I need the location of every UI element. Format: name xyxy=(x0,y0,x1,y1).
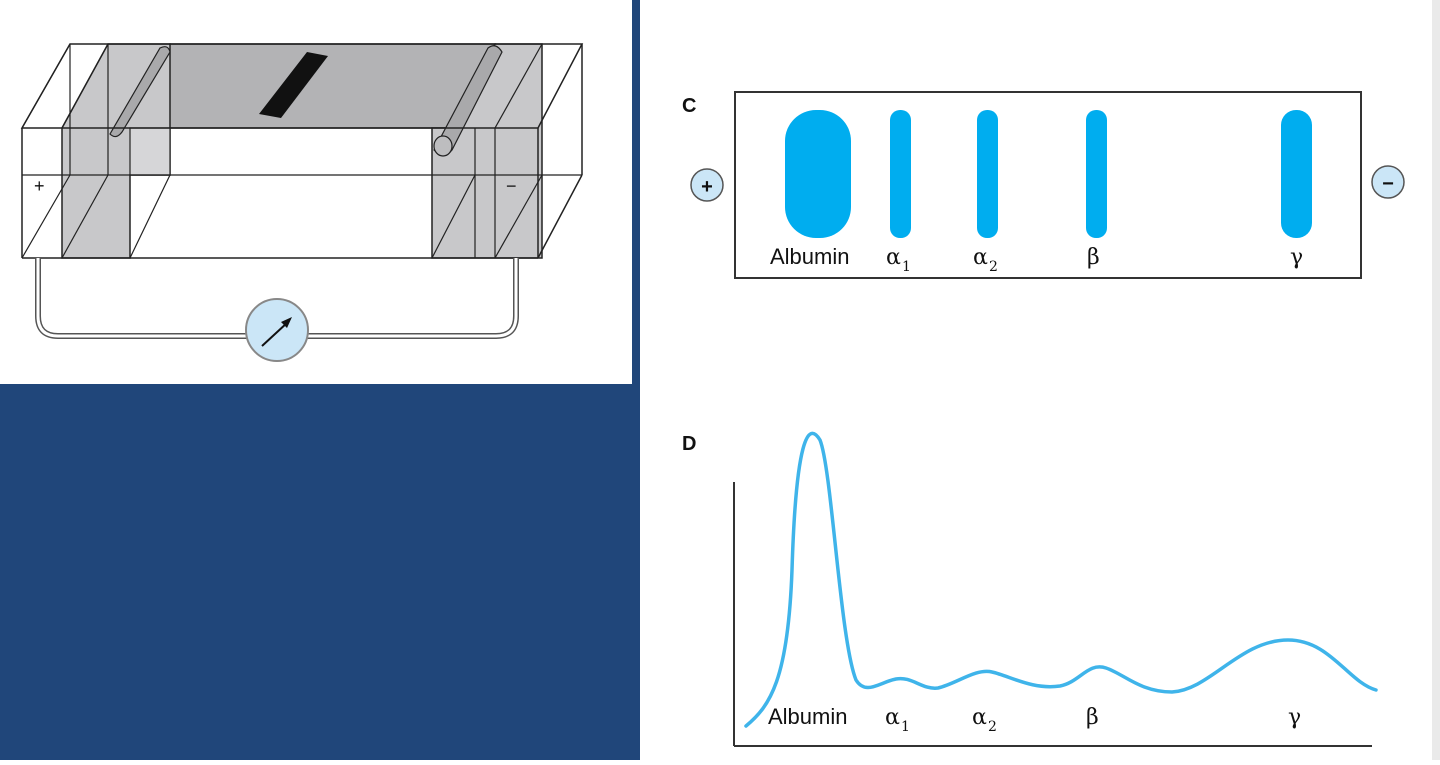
ammeter-icon xyxy=(245,298,309,362)
gel-band-alpha1 xyxy=(890,110,911,238)
trace-label-alpha2-sub: 2 xyxy=(988,719,997,735)
positive-pole-icon: + xyxy=(690,168,724,202)
right-wire xyxy=(306,258,519,339)
sample-slot xyxy=(259,52,328,118)
apparatus-panel: + − xyxy=(0,0,632,384)
results-figure: C + − Albumin α 1 α 2 β γ D Albumin α 1 xyxy=(682,91,1405,747)
positive-electrode-sign: + xyxy=(34,176,45,196)
gel-band-beta xyxy=(1086,110,1107,238)
panel-divider xyxy=(632,0,640,384)
results-panel: C + − Albumin α 1 α 2 β γ D Albumin α 1 xyxy=(640,0,1432,760)
panel-d-letter: D xyxy=(682,433,696,455)
negative-pole-sign: − xyxy=(1382,173,1394,195)
panel-c-letter: C xyxy=(682,95,696,117)
trace-label-gamma: γ xyxy=(1288,705,1301,730)
densitometry-trace xyxy=(744,431,1378,728)
gel-label-alpha1-sub: 1 xyxy=(902,259,911,275)
gel-band-alpha2 xyxy=(977,110,998,238)
gel-band-gamma xyxy=(1281,110,1312,238)
trace-label-albumin: Albumin xyxy=(768,704,847,729)
negative-electrode-sign: − xyxy=(506,176,517,196)
gel-label-beta: β xyxy=(1087,245,1100,270)
right-edge-strip xyxy=(1432,0,1440,760)
trace-label-alpha1: α xyxy=(885,705,900,730)
navy-background-block xyxy=(0,384,640,760)
left-wire xyxy=(35,258,248,339)
trace-label-alpha2: α xyxy=(972,705,987,730)
trace-label-beta: β xyxy=(1086,705,1099,730)
negative-pole-icon: − xyxy=(1371,165,1405,199)
gel-band-albumin xyxy=(785,110,851,238)
trace-label-alpha1-sub: 1 xyxy=(901,719,910,735)
positive-pole-sign: + xyxy=(701,176,713,198)
gel-label-alpha2-sub: 2 xyxy=(989,259,998,275)
gel-label-alpha1: α xyxy=(886,245,901,270)
gel-label-alpha2: α xyxy=(973,245,988,270)
gel-label-gamma: γ xyxy=(1290,245,1303,270)
gel-label-albumin: Albumin xyxy=(770,244,849,269)
electrophoresis-apparatus-diagram: + − xyxy=(20,43,584,362)
left-electrode-rod xyxy=(109,46,171,138)
